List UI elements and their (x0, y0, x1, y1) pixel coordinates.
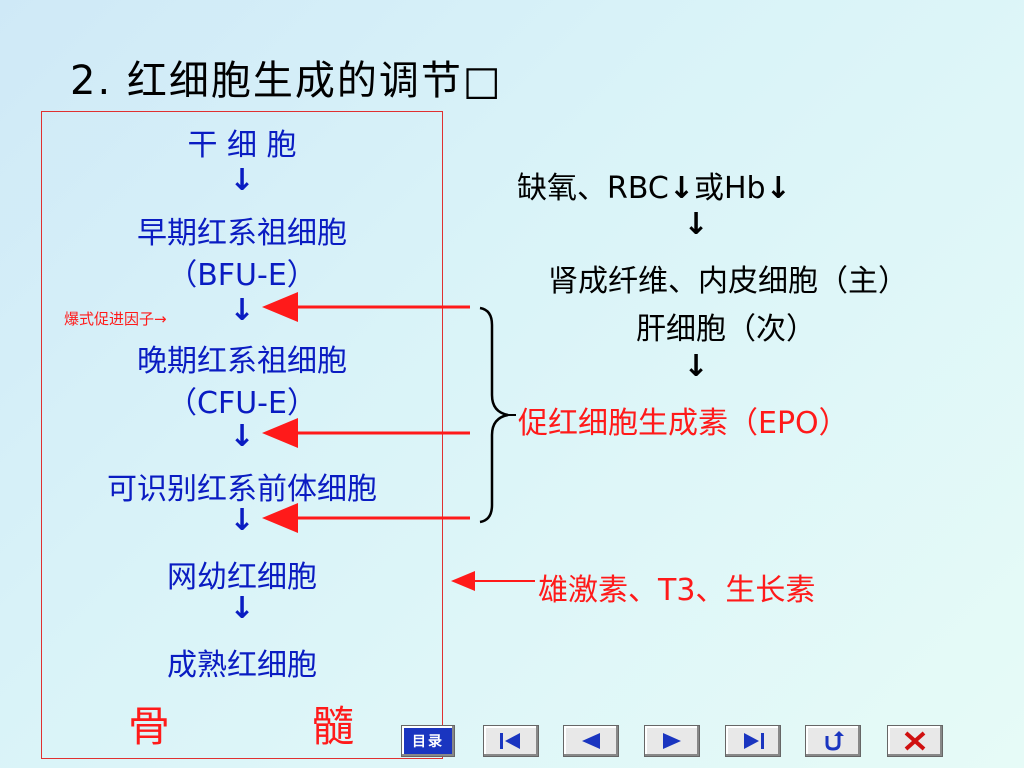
down-arrow-icon: ↓ (229, 419, 255, 454)
trigger-text-2: 或Hb (694, 171, 766, 206)
down-arrow-icon: ↓ (765, 171, 791, 206)
stem-cell-label: 干 细 胞 (187, 128, 297, 163)
bone-label: 骨 (128, 702, 173, 751)
return-button[interactable] (805, 725, 861, 757)
next-icon (663, 733, 681, 749)
next-slide-button[interactable] (644, 725, 700, 757)
reticulocyte-label: 网幼红细胞 (167, 560, 317, 595)
page-title: 2. 红细胞生成的调节□ (70, 58, 503, 104)
down-arrow-icon: ↓ (229, 591, 255, 626)
down-arrow-icon: ↓ (229, 163, 255, 198)
first-slide-button[interactable] (483, 725, 539, 757)
cfu-e-label: （CFU-E） (167, 386, 317, 421)
trigger-text-1: 缺氧、RBC (517, 171, 669, 206)
curly-brace (479, 306, 509, 524)
down-arrow-icon: ↓ (683, 207, 709, 242)
down-arrow-icon: ↓ (229, 293, 255, 328)
exit-button[interactable] (887, 725, 943, 757)
marrow-label: 髓 (312, 702, 357, 751)
last-icon (744, 733, 764, 749)
last-slide-button[interactable] (725, 725, 781, 757)
burst-promoting-factor-label: 爆式促进因子→ (64, 310, 167, 328)
trigger-row: 缺氧、RBC↓或Hb↓ (517, 163, 791, 207)
epo-label: 促红细胞生成素（EPO） (518, 406, 849, 441)
previous-icon (582, 733, 600, 749)
first-icon (500, 733, 520, 749)
early-progenitor-label: 早期红系祖细胞 (137, 216, 347, 251)
down-arrow-icon: ↓ (683, 349, 709, 384)
kidney-cells-label: 肾成纤维、内皮细胞（主） (548, 264, 908, 299)
menu-button[interactable]: 目录 (401, 725, 455, 757)
bone-marrow-box (41, 111, 443, 759)
close-icon (904, 731, 926, 751)
previous-slide-button[interactable] (563, 725, 619, 757)
mature-rbc-label: 成熟红细胞 (167, 648, 317, 683)
precursor-label: 可识别红系前体细胞 (107, 472, 377, 507)
down-arrow-icon: ↓ (668, 171, 694, 206)
down-arrow-icon: ↓ (229, 503, 255, 538)
return-icon (825, 731, 844, 751)
liver-cells-label: 肝细胞（次） (636, 312, 816, 347)
late-progenitor-label: 晚期红系祖细胞 (137, 344, 347, 379)
hormones-label: 雄激素、T3、生长素 (538, 573, 816, 608)
bfu-e-label: （BFU-E） (167, 258, 317, 293)
